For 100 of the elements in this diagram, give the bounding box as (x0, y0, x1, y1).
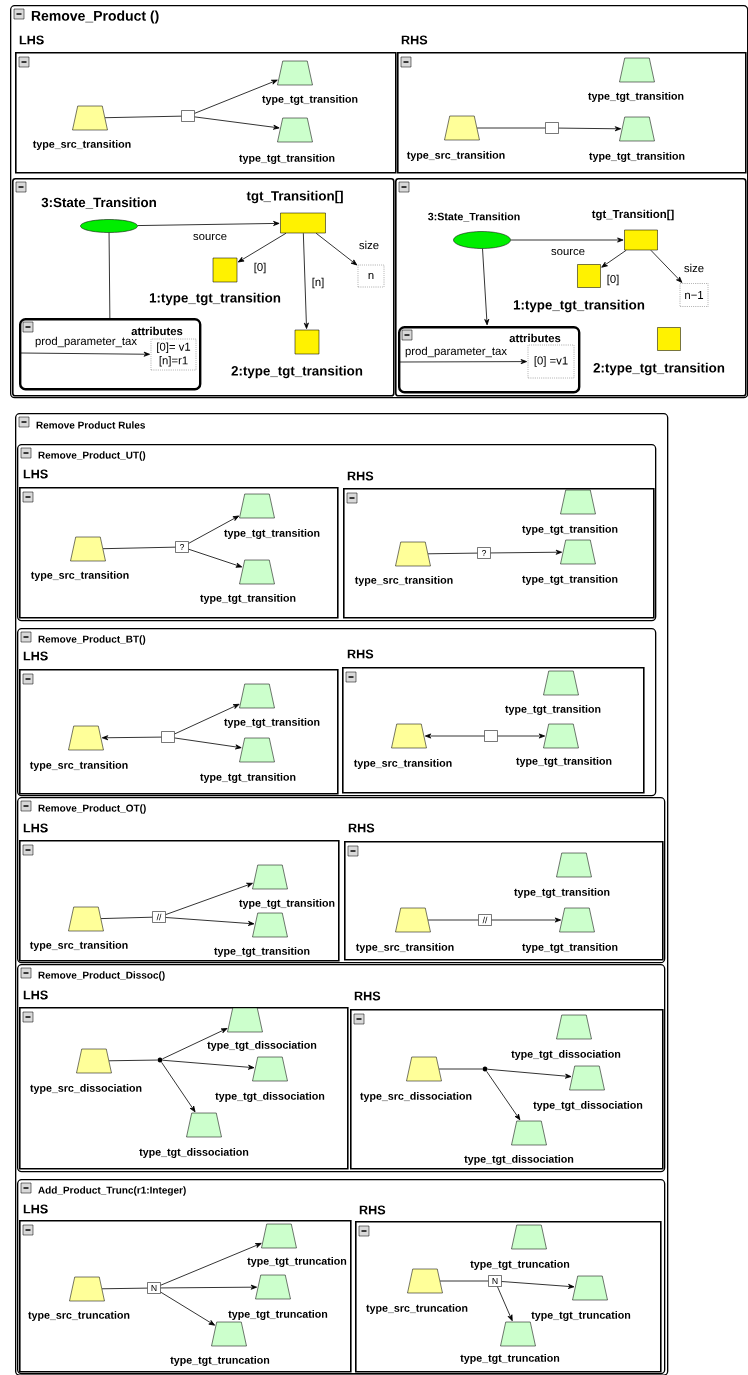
class-node: type_tgt_transition (200, 559, 296, 604)
arrow (194, 116, 280, 130)
class-node: type_src_truncation (28, 1276, 130, 1321)
connector-line (108, 232, 111, 319)
node-label: 3:State_Transition (41, 197, 156, 209)
node-label: type_src_truncation (28, 1311, 130, 1321)
edge-label: source (191, 232, 229, 242)
edge-label: [n] (310, 276, 326, 290)
class-node: type_src_dissociation (30, 1048, 142, 1094)
node-label: LHS (23, 823, 48, 833)
junction-box: N (488, 1275, 502, 1287)
arrow (601, 249, 627, 268)
arrow (160, 1291, 216, 1326)
arrow (558, 126, 622, 132)
value-box: n−1 (679, 283, 709, 307)
edge-label: prod_parameter_tax (403, 345, 509, 359)
node-label: type_tgt_dissociation (207, 1041, 317, 1051)
node-label: RHS (401, 35, 428, 45)
node-label: RHS (348, 823, 375, 833)
class-node: type_tgt_transition (200, 737, 296, 783)
node-label: type_src_transition (30, 571, 129, 581)
node-label: 1:type_tgt_transition (513, 299, 645, 313)
connector-line (439, 1280, 489, 1282)
node-label: type_src_dissociation (30, 1084, 142, 1094)
node-label: type_tgt_transition (516, 757, 612, 767)
value-box: [0]= v1 [n]=r1 (150, 338, 197, 371)
node-label: RHS (359, 1205, 386, 1215)
node-label: type_tgt_transition (505, 705, 601, 715)
class-node: type_src_transition (355, 907, 454, 953)
node-label: type_tgt_transition (239, 899, 335, 909)
arrow (497, 1286, 513, 1322)
edge-label: source (549, 247, 587, 257)
arrow (160, 1284, 258, 1290)
arrow (487, 1068, 572, 1079)
edge-label: size (682, 262, 706, 274)
node-label: type_src_dissociation (360, 1092, 472, 1102)
class-node: type_tgt_transition (588, 57, 684, 102)
node-label: type_tgt_dissociation (215, 1092, 325, 1102)
node-label: LHS (23, 990, 48, 1000)
class-node: type_tgt_truncation (228, 1274, 328, 1320)
arrow (162, 1059, 255, 1070)
node-label: type_tgt_transition (214, 947, 310, 957)
arrow (315, 232, 358, 266)
class-node: type_tgt_truncation (460, 1321, 560, 1364)
class-node: type_tgt_transition (505, 670, 601, 715)
element-node: 2:type_tgt_transition (231, 329, 363, 379)
arrow (482, 248, 490, 326)
class-node: type_tgt_transition (262, 60, 358, 105)
node-label: 2:type_tgt_transition (231, 365, 363, 379)
class-node: type_src_transition (406, 115, 505, 161)
node-label: type_tgt_transition (522, 575, 618, 585)
element-node: 2:type_tgt_transition (593, 327, 725, 376)
class-node: type_tgt_transition (589, 116, 685, 162)
arrow (165, 882, 253, 915)
class-node: type_tgt_transition (522, 539, 618, 585)
class-node: type_tgt_transition (516, 723, 612, 767)
class-node: type_src_transition (32, 105, 131, 150)
connector-line (108, 1059, 158, 1062)
connector-line (476, 127, 546, 129)
junction-box: // (478, 914, 492, 926)
edge-label: [0] (252, 261, 268, 275)
junction-box: N (147, 1282, 161, 1294)
junction-box: ? (175, 541, 189, 553)
edge-label: size (357, 239, 381, 251)
node-label: LHS (23, 1204, 48, 1214)
class-node: type_tgt_dissociation (215, 1056, 325, 1102)
connector-line (102, 546, 176, 550)
junction-box: // (152, 911, 166, 923)
arrow (161, 1061, 196, 1113)
arrow (162, 1028, 228, 1060)
node-label: type_src_transition (29, 761, 128, 771)
class-node: type_src_transition (29, 906, 128, 951)
node-label: type_tgt_transition (239, 154, 335, 164)
connector-line (100, 916, 153, 919)
arrow (399, 359, 527, 365)
class-node: type_src_dissociation (360, 1056, 472, 1102)
node-label: type_tgt_truncation (228, 1310, 328, 1320)
junction-box (484, 730, 498, 742)
junction-box (545, 122, 559, 134)
value-box: n (357, 264, 385, 288)
arrow (501, 1281, 575, 1289)
node-label: type_src_transition (353, 759, 452, 769)
arrow (302, 232, 309, 329)
arrow (174, 703, 240, 735)
class-node: type_tgt_transition (522, 489, 618, 535)
node-label: type_tgt_dissociation (464, 1155, 574, 1165)
node-label: type_tgt_transition (522, 943, 618, 953)
node-label: type_src_transition (32, 140, 131, 150)
class-node: type_tgt_transition (214, 912, 310, 957)
class-node: type_tgt_truncation (531, 1275, 631, 1321)
value-box: [0] =v1 (527, 344, 575, 379)
class-node: type_tgt_transition (522, 907, 618, 953)
arrow (174, 737, 242, 750)
node-label: type_tgt_transition (224, 718, 320, 728)
arrow (188, 548, 243, 568)
arrow (20, 351, 150, 357)
node-label: 3:State_Transition (428, 212, 520, 222)
class-node: type_src_transition (30, 536, 129, 581)
arrow (194, 79, 278, 114)
array-node: tgt_Transition[] (591, 209, 674, 251)
